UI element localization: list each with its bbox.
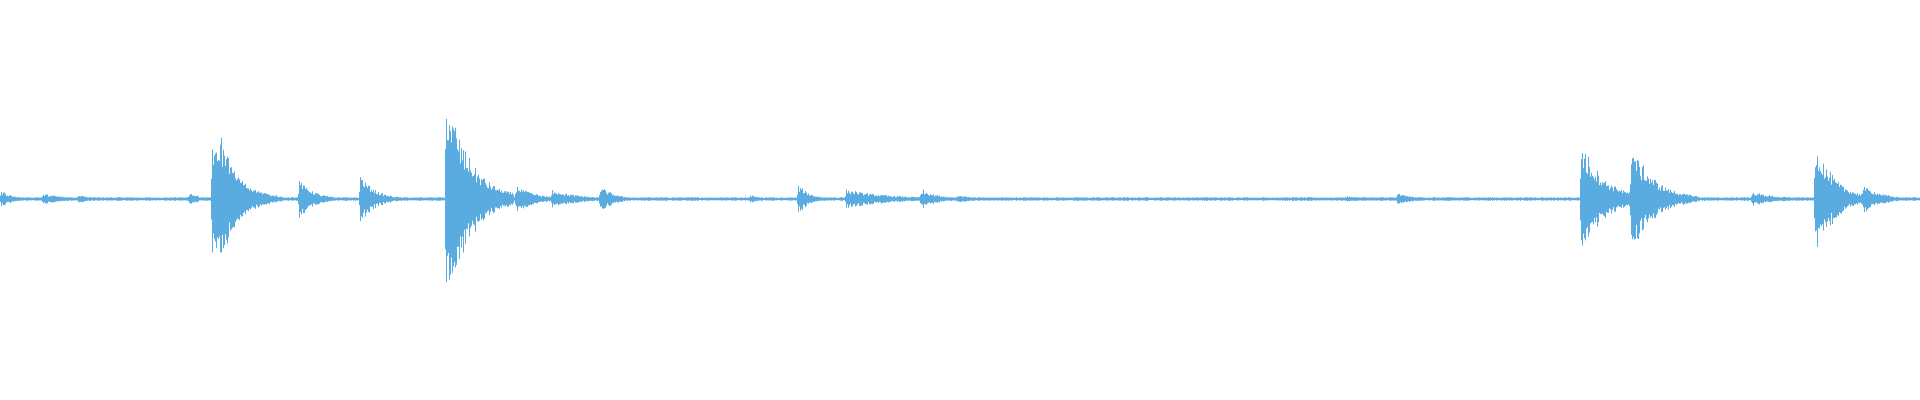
waveform-samples <box>0 118 1920 283</box>
